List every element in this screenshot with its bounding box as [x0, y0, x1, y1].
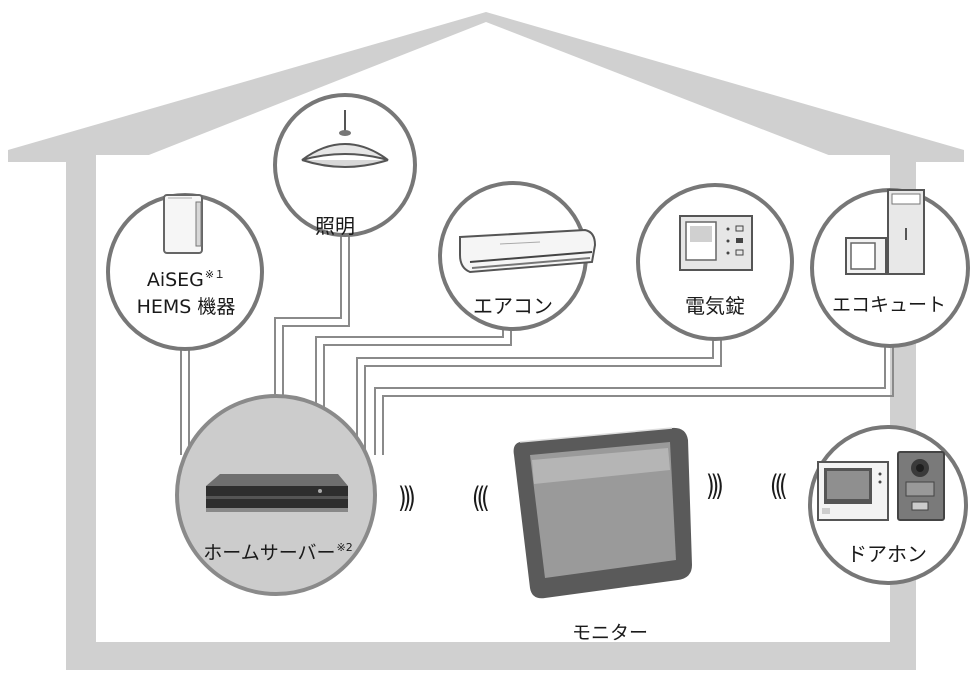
pendant-light-icon: [301, 110, 389, 168]
aiseg-label-line1: AiSEG※１: [124, 266, 248, 291]
aiseg-name: AiSEG: [146, 269, 204, 291]
connector-lines: [180, 232, 894, 455]
wireless-signal-icon: ))): [706, 470, 724, 503]
wireless-signal-icon: (((: [472, 482, 490, 515]
electric-lock-panel-icon: [679, 215, 753, 271]
aircon-label: エアコン: [473, 294, 553, 318]
wireless-signal-icon: (((: [770, 470, 788, 503]
ecocute-label: エコキュート: [831, 294, 946, 316]
lighting-label: 照明: [315, 214, 355, 238]
home-server-footnote-mark: ※2: [336, 541, 353, 554]
electric-lock-label: 電気錠: [685, 294, 745, 318]
ecocute-icon: [845, 189, 925, 275]
home-server-name: ホームサーバー: [203, 542, 336, 564]
doorphone-icon: [817, 451, 945, 521]
monitor-label: モニター: [571, 622, 648, 644]
aircon-icon: [459, 228, 597, 274]
wireless-signal-icon: ))): [398, 482, 416, 515]
monitor-tablet-icon: [513, 427, 692, 599]
doorphone-label: ドアホン: [847, 542, 927, 566]
aiseg-footnote-mark: ※１: [204, 268, 226, 281]
aiseg-device-icon: [163, 194, 203, 254]
home-server-device-icon: [206, 474, 348, 512]
home-server-label: ホームサーバー※2: [190, 538, 366, 565]
hems-label: HEMS 機器: [136, 296, 236, 318]
